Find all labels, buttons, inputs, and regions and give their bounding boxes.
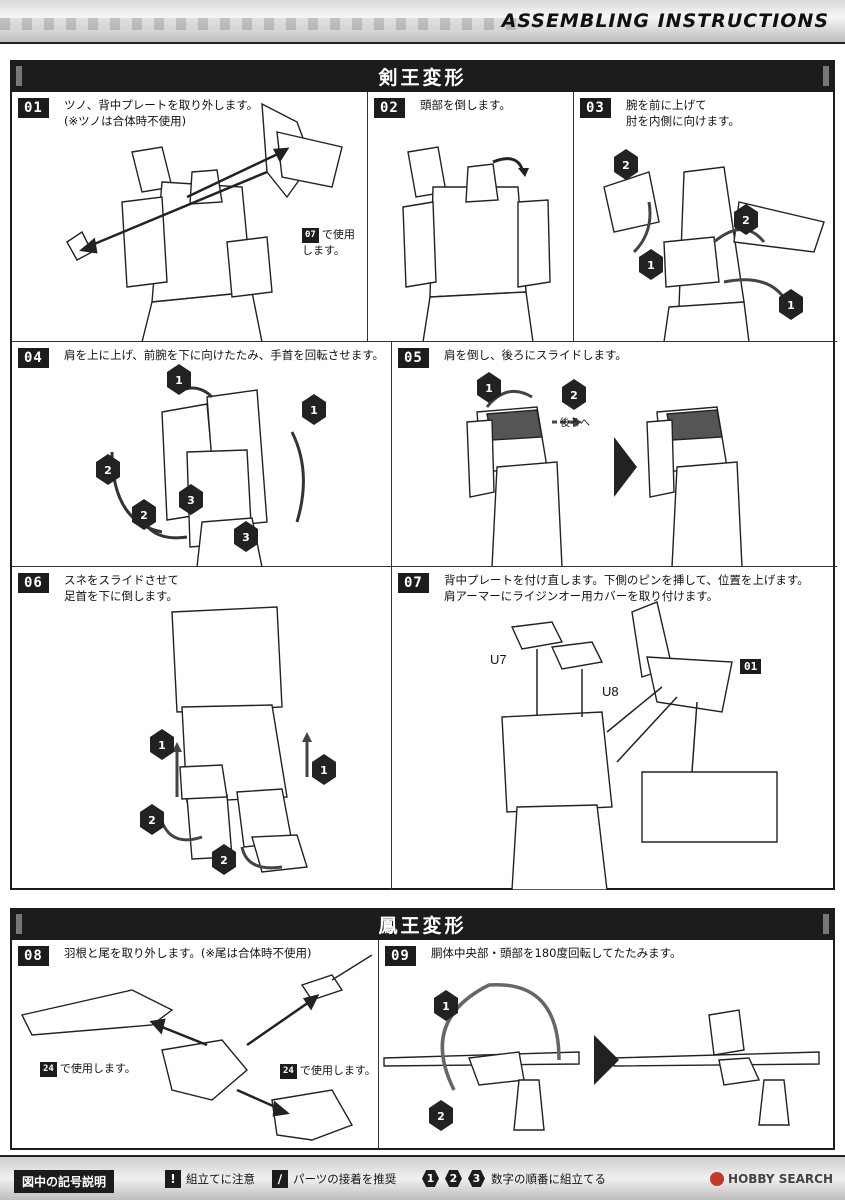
svg-text:1: 1 bbox=[158, 739, 166, 752]
step-04-panel: 04 肩を上に上げ、前腕を下に向けたたみ、手首を回転させます。 bbox=[12, 342, 392, 567]
symbol-legend: 図中の記号説明 ! 組立てに注意 ∕ パーツの接着を推奨 1 2 3 数字の順番… bbox=[0, 1155, 845, 1200]
watermark-logo-icon bbox=[710, 1172, 725, 1186]
step-number: 09 bbox=[385, 946, 416, 966]
step-number: 02 bbox=[374, 98, 405, 118]
svg-text:2: 2 bbox=[622, 159, 630, 172]
legend-glue: ∕ パーツの接着を推奨 bbox=[272, 1170, 396, 1188]
caution-icon: ! bbox=[165, 1170, 181, 1188]
part-label-u7: U7 bbox=[490, 652, 507, 667]
svg-text:2: 2 bbox=[148, 814, 156, 827]
watermark: HOBBY SEARCH bbox=[710, 1172, 833, 1186]
watermark-text: HOBBY SEARCH bbox=[728, 1172, 833, 1186]
step-03-panel: 03 腕を前に上げて 肘を内側に向けます。 bbox=[574, 92, 837, 342]
robot-illustration: 12 bbox=[466, 372, 743, 566]
page-header: ASSEMBLING INSTRUCTIONS bbox=[0, 0, 845, 44]
robot-illustration bbox=[66, 102, 343, 341]
robot-illustration: 1 1 2 2 bbox=[140, 606, 336, 875]
phoenix-illustration: 12 bbox=[383, 983, 820, 1131]
robot-illustration bbox=[402, 146, 551, 341]
step-instruction: 胴体中央部・頭部を180度回転してたたみます。 bbox=[431, 946, 682, 960]
svg-text:1: 1 bbox=[485, 382, 493, 395]
header-stripes bbox=[0, 18, 520, 30]
order-3-icon: 3 bbox=[468, 1170, 485, 1187]
usage-note-text: で使用します。 bbox=[59, 1062, 136, 1075]
step-instruction: 腕を前に上げて 肘を内側に向けます。 bbox=[626, 98, 740, 128]
step-number: 07 bbox=[398, 573, 429, 593]
step-01-panel: 01 ツノ、背中プレートを取り外します。 (※ツノは合体時不使用) bbox=[12, 92, 368, 342]
svg-text:2: 2 bbox=[104, 464, 112, 477]
legend-caution: ! 組立てに注意 bbox=[165, 1170, 255, 1188]
step-06-panel: 06 スネをスライドさせて 足首を下に倒します。 bbox=[12, 567, 392, 890]
svg-text:1: 1 bbox=[787, 299, 795, 312]
step-number: 05 bbox=[398, 348, 429, 368]
step-number: 04 bbox=[18, 348, 49, 368]
legend-glue-label: パーツの接着を推奨 bbox=[293, 1172, 397, 1186]
svg-text:2: 2 bbox=[570, 389, 578, 402]
step-02-panel: 02 頭部を倒します。 bbox=[368, 92, 574, 342]
step-05-panel: 05 肩を倒し、後ろにスライドします。 bbox=[392, 342, 837, 567]
step-08-panel: 08 羽根と尾を取り外します。(※尾は合体時不使用) bbox=[12, 940, 379, 1148]
robot-illustration: 2 2 1 1 bbox=[603, 149, 825, 341]
legend-caution-label: 組立てに注意 bbox=[186, 1172, 255, 1186]
order-2-icon: 2 bbox=[445, 1170, 462, 1187]
step-instruction: 羽根と尾を取り外します。(※尾は合体時不使用) bbox=[64, 946, 312, 960]
svg-text:3: 3 bbox=[242, 531, 250, 544]
svg-text:1: 1 bbox=[175, 374, 183, 387]
svg-text:2: 2 bbox=[437, 1110, 445, 1123]
ref-step-badge: 01 bbox=[740, 659, 762, 674]
svg-text:2: 2 bbox=[140, 509, 148, 522]
section-houou-frame: 08 羽根と尾を取り外します。(※尾は合体時不使用) bbox=[10, 940, 835, 1150]
robot-illustration: 1 1 2 2 3 3 bbox=[96, 364, 326, 566]
step-instruction: 頭部を倒します。 bbox=[420, 98, 511, 112]
step-instruction: 肩を倒し、後ろにスライドします。 bbox=[444, 348, 627, 362]
step-number: 08 bbox=[18, 946, 49, 966]
svg-text:2: 2 bbox=[742, 214, 750, 227]
svg-text:1: 1 bbox=[647, 259, 655, 272]
usage-note-text: で使用 します。 bbox=[302, 228, 355, 257]
section-kenou-frame: 01 ツノ、背中プレートを取り外します。 (※ツノは合体時不使用) bbox=[10, 92, 837, 890]
step-number: 01 bbox=[18, 98, 49, 118]
svg-text:2: 2 bbox=[220, 854, 228, 867]
svg-text:1: 1 bbox=[310, 404, 318, 417]
step-07-panel: 07 背中プレートを付け直します。下側のピンを挿して、位置を上げます。 肩アーマ… bbox=[392, 567, 837, 890]
step-number: 03 bbox=[580, 98, 611, 118]
step-instruction: ツノ、背中プレートを取り外します。 (※ツノは合体時不使用) bbox=[64, 98, 259, 128]
phoenix-illustration bbox=[20, 954, 373, 1141]
legend-order: 1 2 3 数字の順番に組立てる bbox=[422, 1170, 606, 1187]
ref-step-badge: 07 bbox=[302, 227, 319, 243]
svg-text:1: 1 bbox=[442, 1000, 450, 1013]
legend-order-label: 数字の順番に組立てる bbox=[491, 1171, 606, 1186]
ref-step-badge: 24 bbox=[40, 1061, 57, 1077]
page-title: ASSEMBLING INSTRUCTIONS bbox=[501, 10, 829, 32]
direction-label: 後ろへ bbox=[560, 418, 590, 429]
section-header-kenou: 剣王変形 bbox=[10, 60, 835, 92]
glue-icon: ∕ bbox=[272, 1170, 288, 1188]
order-1-icon: 1 bbox=[422, 1170, 439, 1187]
legend-title: 図中の記号説明 bbox=[14, 1170, 115, 1193]
svg-text:3: 3 bbox=[187, 494, 195, 507]
step-instruction: スネをスライドさせて 足首を下に倒します。 bbox=[64, 573, 179, 603]
section-header-houou: 鳳王変形 bbox=[10, 908, 835, 940]
step-instruction: 背中プレートを付け直します。下側のピンを挿して、位置を上げます。 肩アーマーにラ… bbox=[444, 573, 809, 603]
step-instruction: 肩を上に上げ、前腕を下に向けたたみ、手首を回転させます。 bbox=[64, 348, 385, 362]
part-label-u8: U8 bbox=[602, 684, 619, 699]
svg-text:1: 1 bbox=[320, 764, 328, 777]
robot-illustration bbox=[501, 601, 778, 890]
step-number: 06 bbox=[18, 573, 49, 593]
step-09-panel: 09 胴体中央部・頭部を180度回転してたたみます。 bbox=[379, 940, 835, 1148]
ref-step-badge: 24 bbox=[280, 1063, 297, 1079]
usage-note-text: で使用します。 bbox=[299, 1064, 376, 1077]
